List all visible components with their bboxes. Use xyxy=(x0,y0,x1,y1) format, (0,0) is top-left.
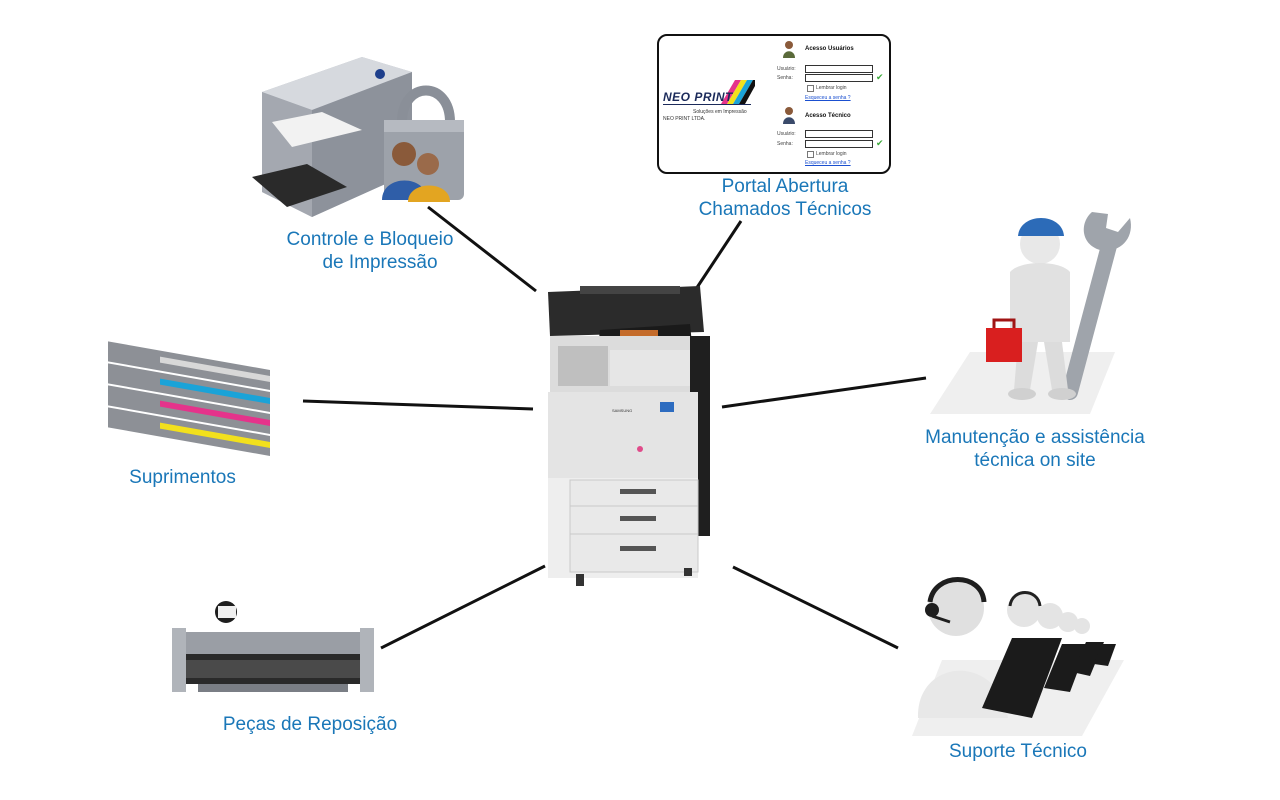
technician-avatar-icon xyxy=(783,107,795,124)
tech-forgot-link[interactable]: Esqueceu a senha ? xyxy=(805,160,851,166)
logo-stripes-icon xyxy=(721,80,755,104)
portal-label: Portal Abertura Chamados Técnicos xyxy=(660,175,910,221)
users-section-title: Acesso Usuários xyxy=(805,46,854,52)
brand-mark: SAMSUNG xyxy=(612,408,632,413)
secured-printer-icon xyxy=(252,57,464,217)
portal-logo-text: NEO PRINT xyxy=(663,90,733,104)
user-avatar-icon xyxy=(783,41,795,58)
portal-label-line2: Chamados Técnicos xyxy=(698,199,872,220)
connector-support xyxy=(732,565,899,650)
multifunction-printer-icon: SAMSUNG xyxy=(548,286,710,586)
connector-parts xyxy=(380,564,546,650)
print-control-label: Controle e Bloqueio de Impressão xyxy=(270,228,470,274)
users-remember-checkbox[interactable] xyxy=(807,85,814,92)
users-username-label: Usuário: xyxy=(777,66,796,72)
support-label-line1: Suporte Técnico xyxy=(948,741,1087,762)
technician-wrench-icon xyxy=(930,212,1131,414)
toner-cartridges-icon xyxy=(108,341,270,456)
users-password-field[interactable] xyxy=(805,74,873,82)
connector-supplies xyxy=(302,399,534,411)
print-control-label-line2: de Impressão xyxy=(322,252,438,273)
login-portal-screenshot: NEO PRINT Soluções em Impressão NEO PRIN… xyxy=(657,34,891,174)
tech-password-label: Senha: xyxy=(777,141,793,147)
connector-portal xyxy=(694,220,743,290)
portal-company: NEO PRINT LTDA. xyxy=(663,116,706,122)
supplies-label-line1: Suprimentos xyxy=(129,467,236,488)
tech-password-field[interactable] xyxy=(805,140,873,148)
tech-username-field[interactable] xyxy=(805,130,873,138)
parts-label: Peças de Reposição xyxy=(200,713,420,736)
portal-tagline: Soluções em Impressão xyxy=(693,109,747,115)
tech-remember-label: Lembrar login xyxy=(816,151,847,157)
tech-username-label: Usuário: xyxy=(777,131,796,137)
logo-underline xyxy=(663,104,751,105)
tech-section-title: Acesso Técnico xyxy=(805,113,851,119)
users-remember-label: Lembrar login xyxy=(816,85,847,91)
portal-label-line1: Portal Abertura xyxy=(721,176,849,197)
support-label: Suporte Técnico xyxy=(920,740,1116,763)
fuser-unit-icon xyxy=(172,601,374,692)
tech-remember-checkbox[interactable] xyxy=(807,151,814,158)
users-forgot-link[interactable]: Esqueceu a senha ? xyxy=(805,95,851,101)
print-control-label-line1: Controle e Bloqueio xyxy=(286,229,454,250)
users-username-field[interactable] xyxy=(805,65,873,73)
supplies-label: Suprimentos xyxy=(100,466,265,489)
maintenance-label-line2: técnica on site xyxy=(974,450,1096,471)
maintenance-label-line1: Manutenção e assistência xyxy=(925,427,1145,448)
users-check-icon: ✔ xyxy=(876,72,884,82)
parts-label-line1: Peças de Reposição xyxy=(222,714,398,735)
tech-check-icon: ✔ xyxy=(876,138,884,148)
call-center-agents-icon xyxy=(912,577,1124,736)
users-password-label: Senha: xyxy=(777,75,793,81)
connector-print-control xyxy=(427,205,537,293)
connector-maintenance xyxy=(721,376,927,409)
maintenance-label: Manutenção e assistência técnica on site xyxy=(905,426,1165,472)
